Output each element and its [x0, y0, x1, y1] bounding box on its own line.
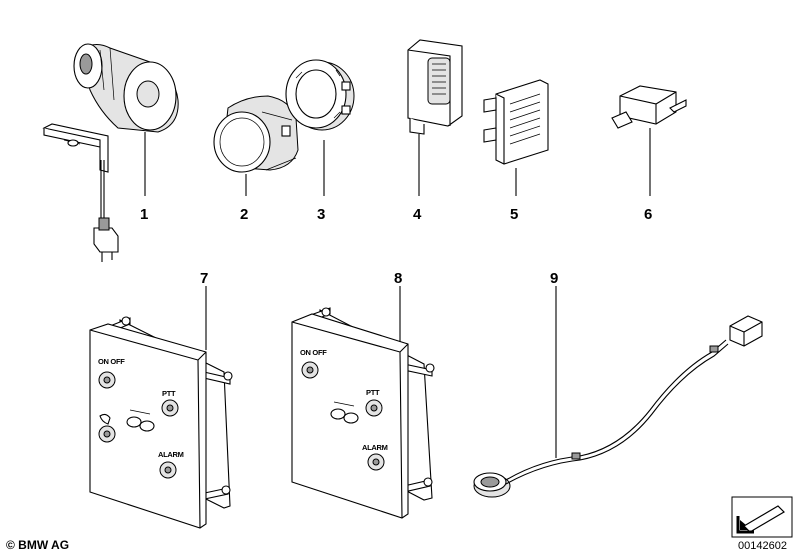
- part-1-siren: [42, 43, 179, 262]
- panel7-ptt-label: PTT: [162, 389, 176, 398]
- part-8-control-panel-alt: [291, 286, 435, 519]
- part-number-1: 1: [140, 206, 148, 223]
- part-5-grille: [483, 79, 549, 196]
- part-number-5: 5: [510, 206, 518, 223]
- part-2-cap: [213, 95, 299, 196]
- document-number: 00142602: [738, 540, 787, 552]
- panel8-alarm-label: ALARM: [362, 443, 388, 452]
- part-number-4: 4: [413, 206, 422, 223]
- panel8-ptt-label: PTT: [366, 388, 380, 397]
- part-4-sensor: [407, 39, 463, 196]
- part-number-3: 3: [317, 206, 325, 223]
- part-9-microphone: [473, 286, 763, 498]
- panel7-alarm-label: ALARM: [158, 450, 184, 459]
- part-number-6: 6: [644, 206, 652, 223]
- part-number-8: 8: [394, 270, 402, 287]
- part-6-module: [611, 85, 687, 196]
- panel8-on-off-label: ON OFF: [300, 348, 327, 357]
- panel7-on-off-label: ON OFF: [98, 357, 125, 366]
- part-number-2: 2: [240, 206, 248, 223]
- part-7-control-panel: [89, 286, 233, 529]
- navigation-arrow-icon[interactable]: [731, 496, 793, 538]
- copyright-text: © BMW AG: [6, 538, 70, 552]
- part-number-9: 9: [550, 270, 558, 287]
- part-3-ring-nut: [285, 59, 355, 196]
- part-number-7: 7: [200, 270, 208, 287]
